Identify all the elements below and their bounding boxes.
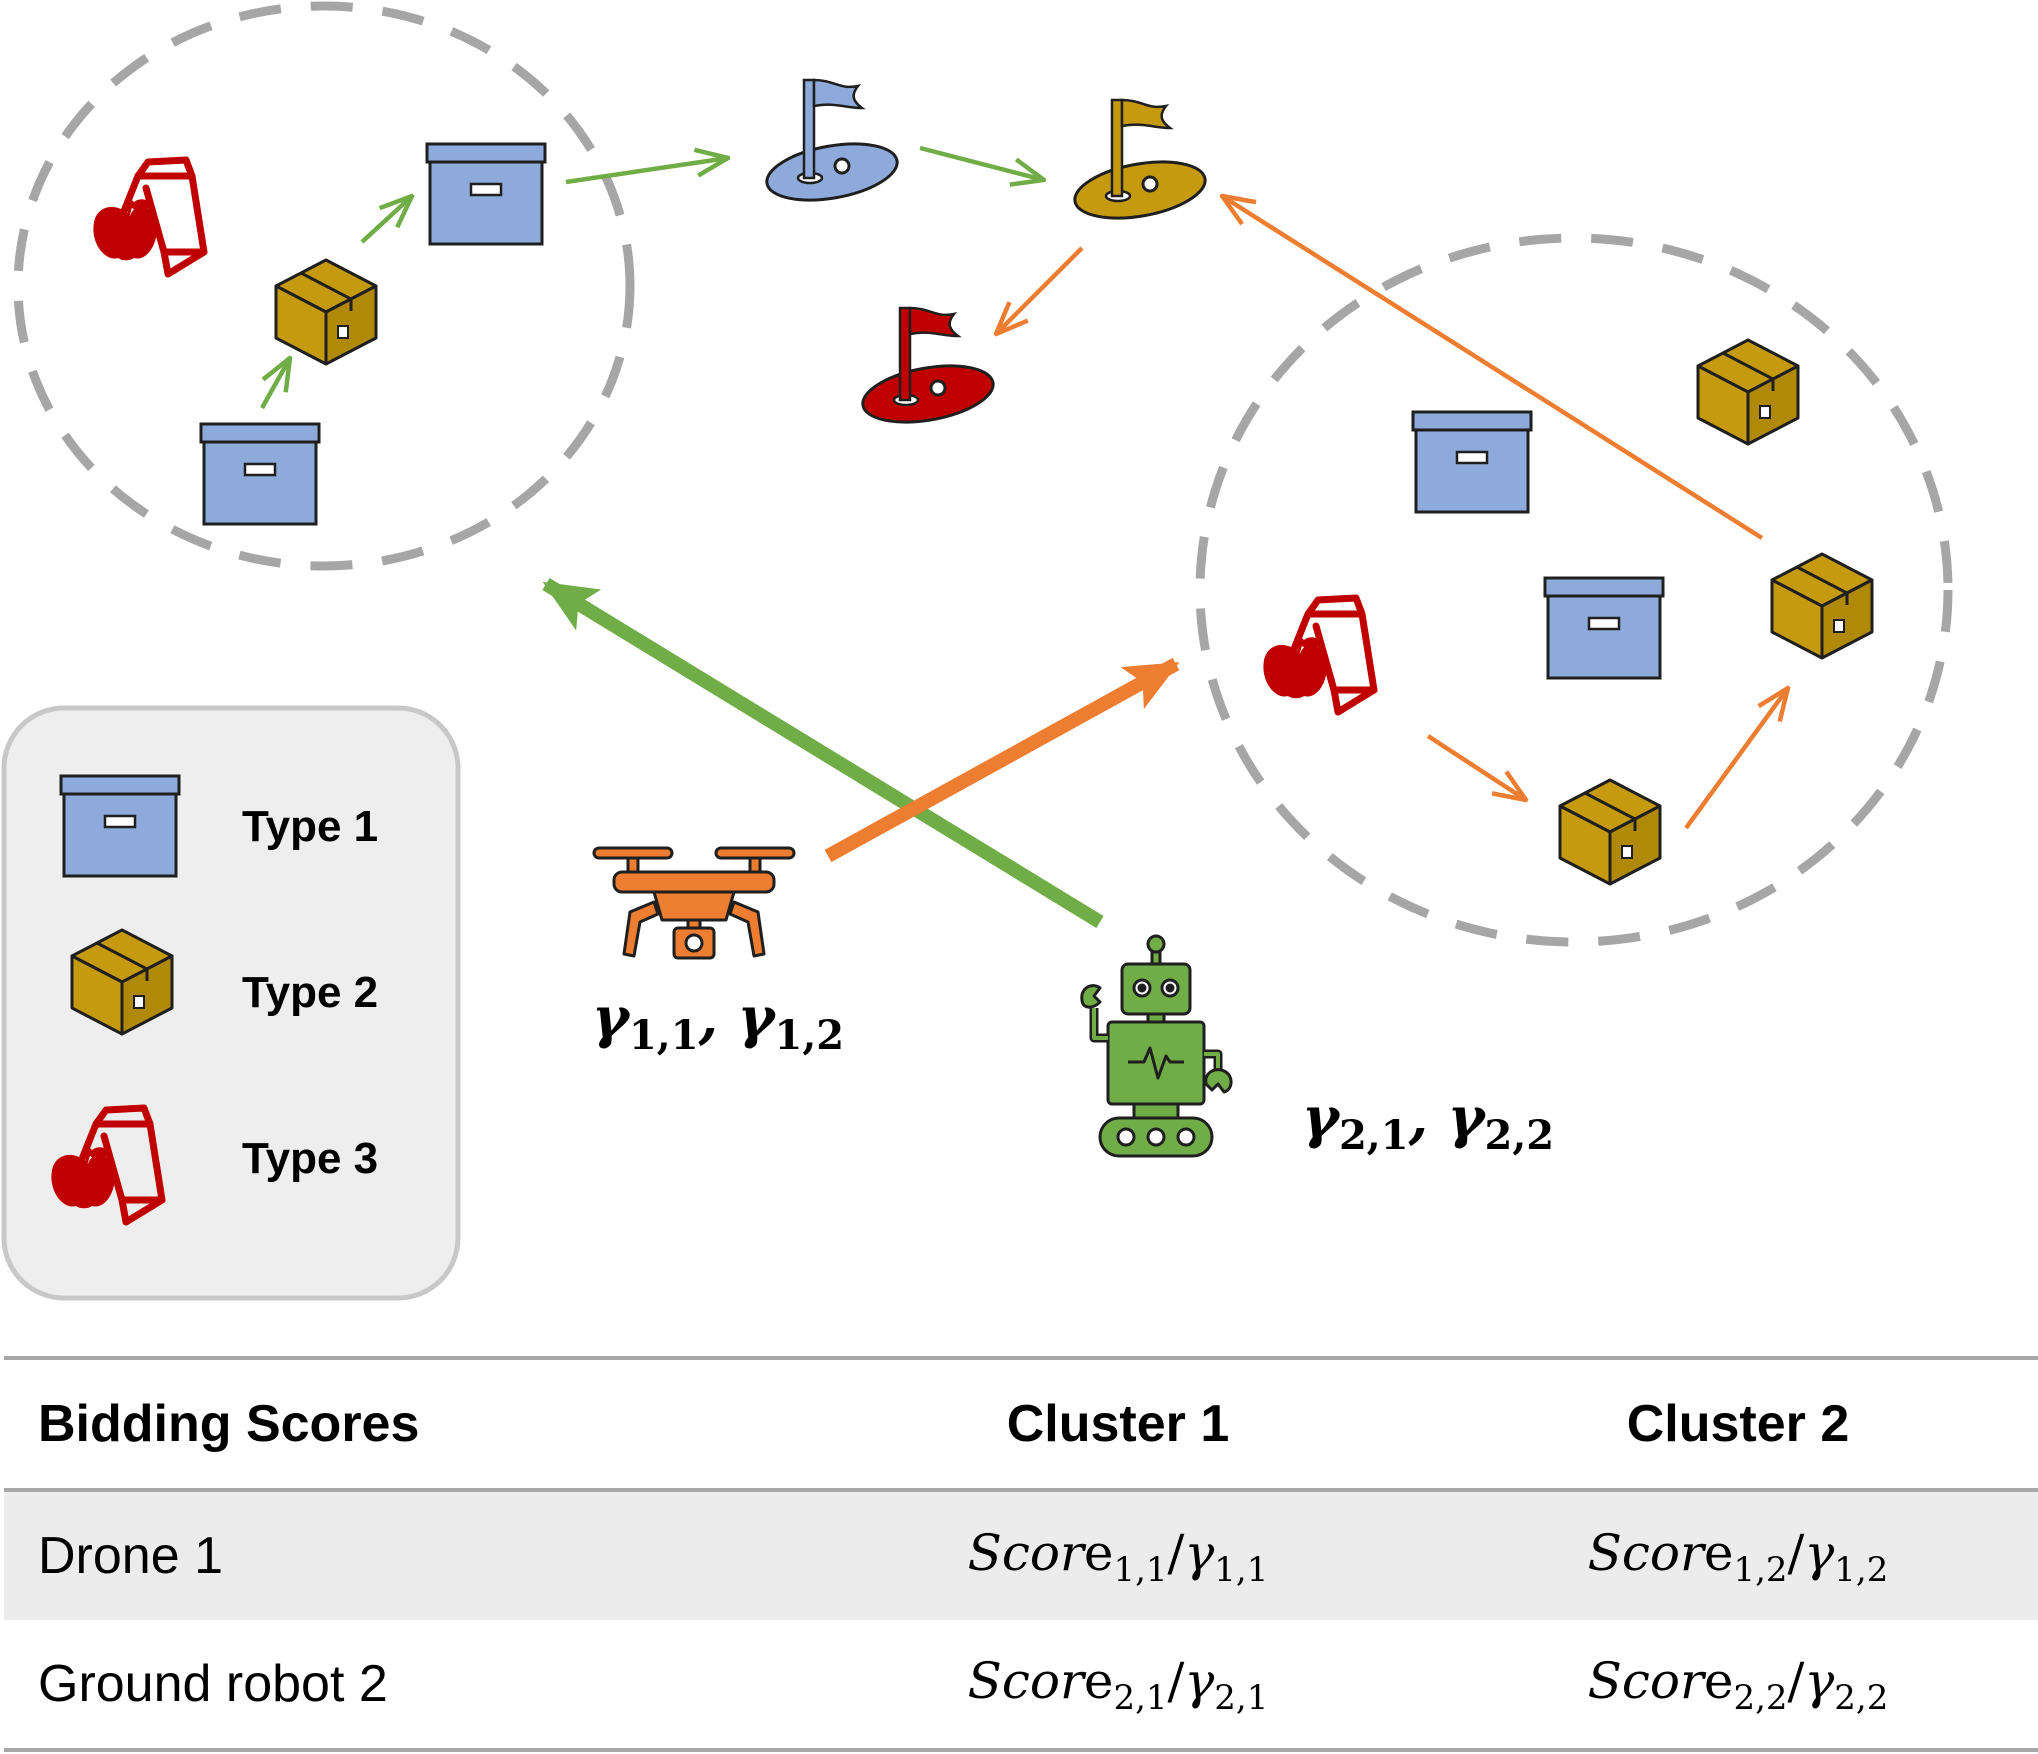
gamma-symbol: γ (1184, 1651, 1215, 1710)
drone-gamma-label: γ1,1, γ1,2 (592, 985, 844, 1059)
score-slash: / (1167, 1651, 1185, 1710)
gamma-subscript: 1,1 (628, 1012, 699, 1059)
score-subscript: 1,2 (1733, 1549, 1788, 1590)
gamma-subscript: 2,1 (1214, 1677, 1269, 1718)
row-label-drone: Drone 1 (4, 1490, 798, 1620)
type-2-task-icon (1558, 778, 1662, 886)
score-word: Scor (1587, 1523, 1704, 1582)
route-arrow (260, 358, 290, 410)
score-word-end: e (1083, 1651, 1114, 1710)
legend-label-type-3: Type 3 (242, 1134, 379, 1183)
score-cell: Score2,2/γ2,2 (1438, 1620, 2038, 1750)
score-word-end: e (1083, 1523, 1114, 1582)
gamma-subscript: 2,2 (1834, 1677, 1889, 1718)
gamma-subscript: 1,1 (1214, 1549, 1269, 1590)
score-cell: Score2,1/γ2,1 (798, 1620, 1438, 1750)
score-word: Scor (1587, 1651, 1704, 1710)
score-slash: / (1787, 1651, 1805, 1710)
ground-robot-icon (1080, 934, 1233, 1158)
goal-flag-icon-red (861, 306, 995, 424)
gamma-symbol: γ (1804, 1523, 1835, 1582)
route-arrow (996, 246, 1084, 334)
score-cell: Score1,2/γ1,2 (1438, 1490, 2038, 1620)
table-row: Ground robot 2 Score2,1/γ2,1 Score2,2/γ2… (4, 1620, 2038, 1750)
cluster-2-boundary (1195, 233, 1953, 947)
cluster-1-boundary (13, 1, 635, 571)
score-subscript: 2,1 (1113, 1677, 1168, 1718)
drone-route (824, 196, 1788, 863)
score-word-end: e (1703, 1523, 1734, 1582)
gamma-symbol: γ (1302, 1085, 1339, 1151)
header-cluster-1: Cluster 1 (1006, 1395, 1230, 1453)
score-word: Scor (967, 1651, 1084, 1710)
bidding-scores-table: Bidding Scores Cluster 1 Cluster 2 Drone… (4, 1356, 2038, 1752)
gamma-separator: , (698, 985, 738, 1051)
legend-label-type-1: Type 1 (242, 802, 379, 851)
gamma-symbol: γ (1447, 1085, 1485, 1151)
score-slash: / (1787, 1523, 1805, 1582)
gamma-subscript: 2,1 (1338, 1112, 1409, 1159)
route-arrow (565, 158, 728, 185)
type-1-task-icon (1411, 410, 1533, 514)
drone-icon (592, 846, 796, 960)
legend-type-1-icon (59, 774, 181, 878)
header-bidding-scores: Bidding Scores (38, 1395, 420, 1453)
robot-route (260, 145, 1104, 928)
table-row: Drone 1 Score1,1/γ1,1 Score1,2/γ1,2 (4, 1490, 2038, 1620)
route-arrow (360, 196, 412, 244)
robot-to-cluster-1-arrow (542, 578, 1104, 928)
type-3-task-icon (1263, 598, 1374, 712)
gamma-symbol: γ (1184, 1523, 1215, 1582)
legend-label-type-2: Type 2 (242, 968, 379, 1017)
type-2-task-icon (274, 258, 378, 366)
header-cluster-2: Cluster 2 (1626, 1395, 1850, 1453)
score-subscript: 2,2 (1733, 1677, 1788, 1718)
gamma-subscript: 1,2 (774, 1012, 845, 1059)
score-cell: Score1,1/γ1,1 (798, 1490, 1438, 1620)
table-header-row: Bidding Scores Cluster 1 Cluster 2 (4, 1358, 2038, 1490)
goal-flag-icon-blue (765, 78, 899, 202)
gamma-symbol: γ (1804, 1651, 1835, 1710)
type-2-task-icon (1770, 552, 1874, 660)
type-1-task-icon (425, 142, 547, 246)
score-subscript: 1,1 (1113, 1549, 1168, 1590)
gamma-subscript: 2,2 (1484, 1112, 1555, 1159)
route-arrow (919, 145, 1044, 180)
gamma-symbol: γ (592, 985, 629, 1051)
goal-flag-icon-gold (1073, 98, 1207, 220)
type-3-task-icon (93, 160, 204, 274)
route-arrow (1222, 196, 1764, 540)
type-1-task-icon (199, 422, 321, 526)
score-slash: / (1167, 1523, 1185, 1582)
drone-to-cluster-2-arrow (824, 657, 1180, 863)
score-word-end: e (1703, 1651, 1734, 1710)
robot-gamma-label: γ2,1, γ2,2 (1302, 1085, 1554, 1159)
gamma-separator: , (1408, 1085, 1448, 1151)
gamma-subscript: 1,2 (1834, 1549, 1889, 1590)
type-2-task-icon (1696, 338, 1800, 446)
row-label-ground-robot: Ground robot 2 (38, 1655, 388, 1713)
gamma-symbol: γ (737, 985, 775, 1051)
type-1-task-icon (1543, 576, 1665, 680)
route-arrow (1426, 734, 1526, 800)
route-arrow (1684, 688, 1788, 830)
score-word: Scor (967, 1523, 1084, 1582)
